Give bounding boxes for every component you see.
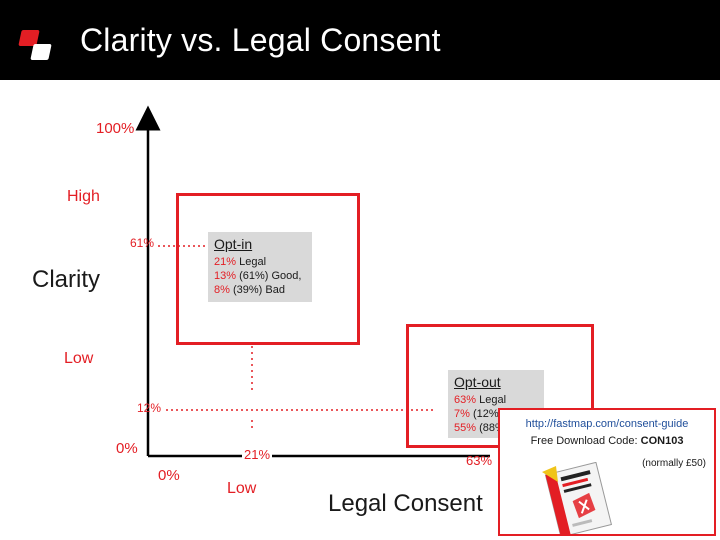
page-title: Clarity vs. Legal Consent bbox=[80, 22, 441, 58]
x-axis-title: Legal Consent bbox=[328, 490, 483, 517]
y-tick-100: 100% bbox=[96, 120, 135, 137]
x-label-low: Low bbox=[227, 480, 257, 497]
optout-line-legal: 63% Legal bbox=[454, 394, 507, 406]
y-label-low: Low bbox=[64, 350, 94, 367]
y-marker-61: 61% bbox=[130, 236, 155, 250]
download-code: CON103 bbox=[640, 435, 684, 447]
title-bar: Clarity vs. Legal Consent bbox=[0, 0, 720, 80]
x-tick-0: 0% bbox=[158, 467, 180, 484]
y-axis-title: Clarity bbox=[32, 266, 101, 293]
y-tick-0: 0% bbox=[116, 440, 138, 457]
optout-title: Opt-out bbox=[454, 374, 501, 390]
download-code-line: Free Download Code: CON103 bbox=[530, 435, 684, 447]
optin-card: Opt-in 21% Legal 13% (61%) Good, 8% (39%… bbox=[208, 232, 312, 302]
x-marker-21: 21% bbox=[242, 447, 273, 462]
optin-line-good: 13% (61%) Good, bbox=[214, 270, 302, 282]
optin-line-bad: 8% (39%) Bad bbox=[214, 284, 285, 296]
download-promo-box: http://fastmap.com/consent-guide Free Do… bbox=[498, 408, 716, 536]
x-marker-63: 63% bbox=[466, 453, 493, 468]
y-marker-12: 12% bbox=[137, 401, 162, 415]
y-label-high: High bbox=[67, 188, 100, 205]
optin-title: Opt-in bbox=[214, 236, 253, 252]
optout-line-good: 7% (12% bbox=[454, 408, 499, 420]
guide-book-cover-icon bbox=[542, 462, 613, 534]
guide-link[interactable]: http://fastmap.com/consent-guide bbox=[525, 418, 689, 430]
optin-line-legal: 21% Legal bbox=[214, 256, 267, 268]
optin-region bbox=[176, 193, 360, 345]
normal-price: (normally £50) bbox=[642, 458, 706, 469]
